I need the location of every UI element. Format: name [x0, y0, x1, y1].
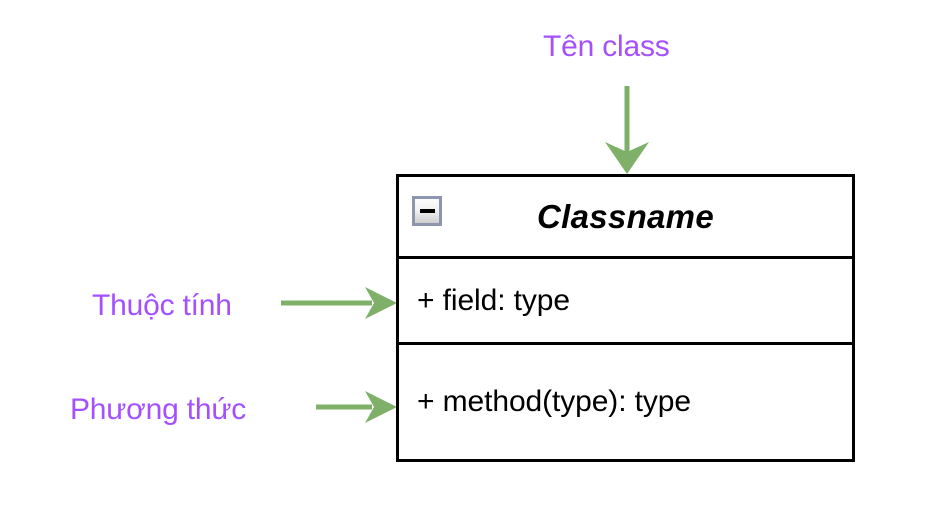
annotation-label-methods: Phương thức [70, 393, 247, 426]
uml-class-box[interactable]: Classname + field: type + method(type): … [396, 174, 855, 462]
class-header-compartment: Classname [399, 177, 852, 259]
collapse-minus-icon[interactable] [412, 196, 442, 226]
arrow-to-class-name [605, 86, 649, 174]
class-fields-compartment: + field: type [399, 259, 852, 345]
annotation-label-attributes: Thuộc tính [92, 289, 232, 322]
class-title: Classname [537, 197, 714, 235]
annotation-label-class-name: Tên class [543, 30, 670, 63]
minus-glyph [419, 209, 435, 213]
arrow-to-methods [316, 391, 397, 423]
class-methods-compartment: + method(type): type [399, 345, 852, 459]
arrow-to-attributes [281, 287, 397, 319]
class-method-row: + method(type): type [417, 385, 691, 418]
class-field-row: + field: type [417, 283, 570, 317]
